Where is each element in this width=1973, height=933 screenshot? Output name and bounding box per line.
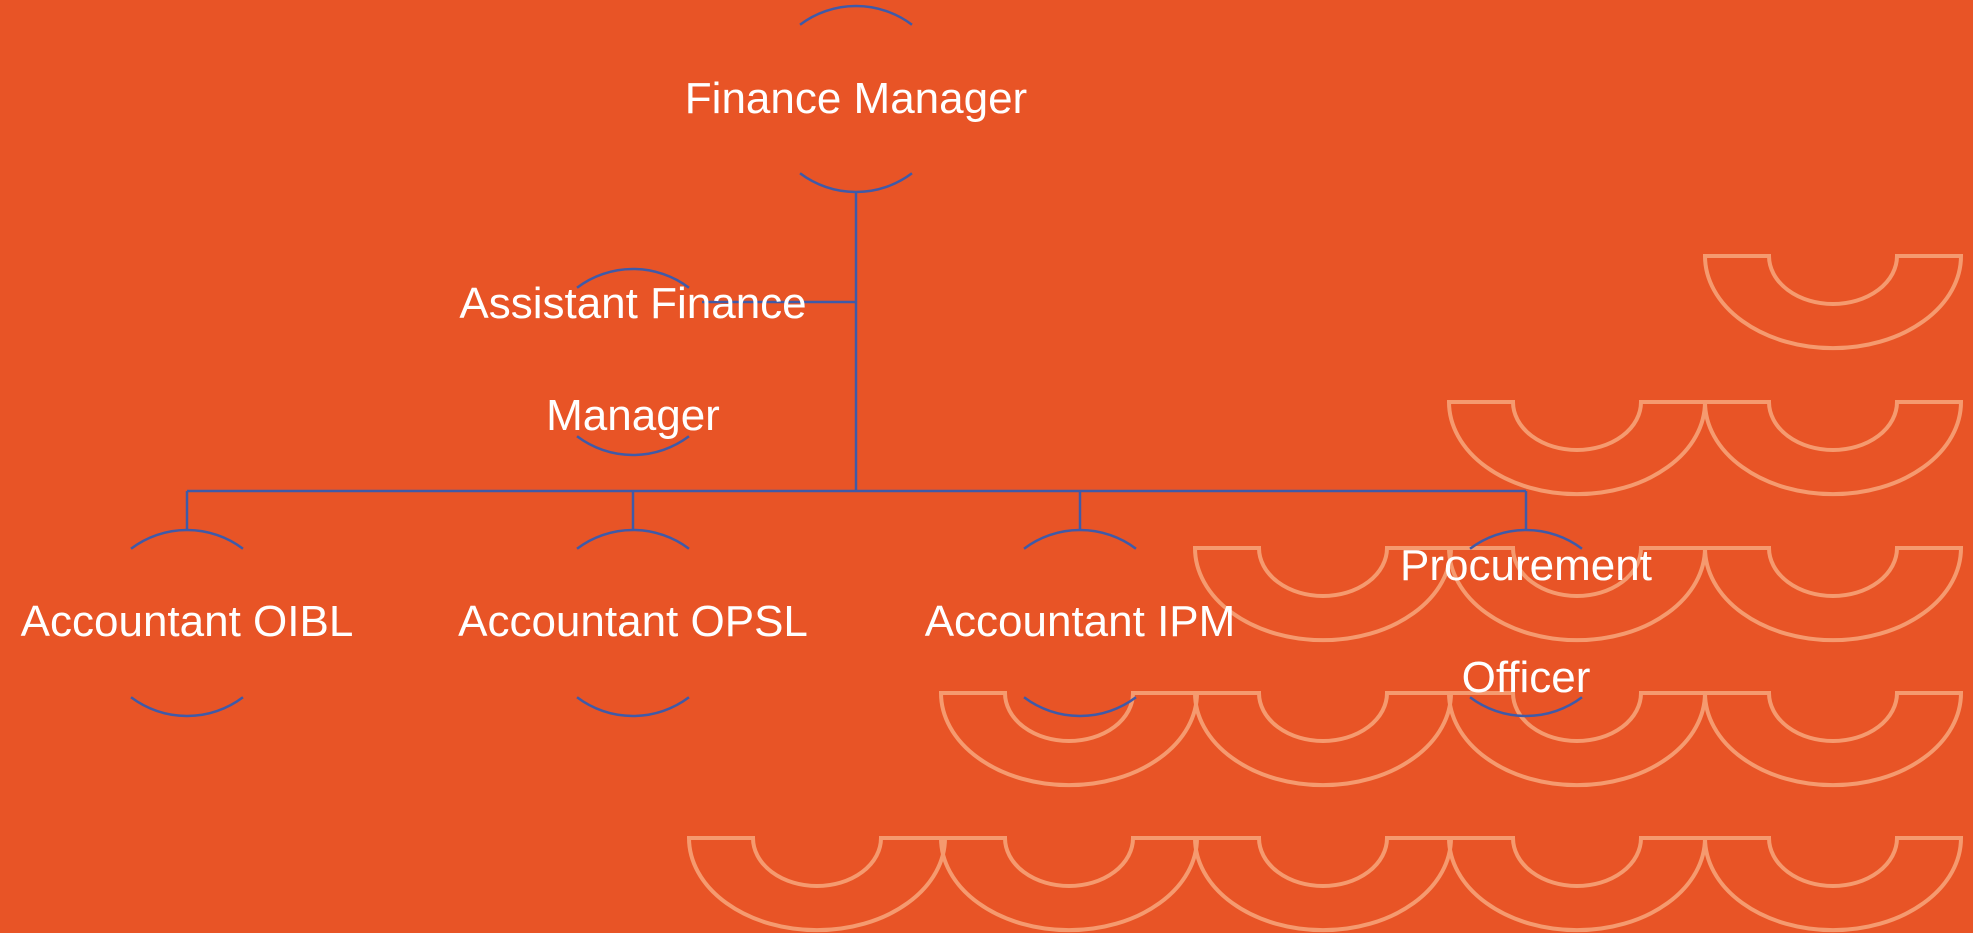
node-procurement-line-2: Officer — [1461, 653, 1591, 702]
decor-half-ring-1-1 — [1702, 400, 1964, 497]
decor-half-ring-3-0 — [938, 691, 1200, 788]
node-procurement-line-1: Procurement — [1400, 541, 1652, 590]
decor-half-ring-4-0 — [686, 836, 948, 933]
decor-half-ring-2-0 — [1192, 546, 1454, 643]
node-arc-top-assistant-finance-manager — [576, 267, 690, 289]
org-chart-connectors — [185, 192, 1528, 531]
decor-half-ring-4-2 — [1192, 836, 1454, 933]
decor-half-ring-3-2 — [1446, 691, 1708, 788]
node-assistant-line-2: Manager — [546, 391, 720, 440]
node-arc-top-finance-manager — [799, 4, 913, 26]
decor-half-ring-3-1 — [1192, 691, 1454, 788]
node-arc-bottom-accountant-opsl — [576, 696, 690, 718]
decor-half-ring-4-3 — [1446, 836, 1708, 933]
decor-half-ring-1-0 — [1446, 400, 1708, 497]
node-arc-top-procurement-officer — [1469, 528, 1583, 550]
decor-half-ring-2-2 — [1702, 546, 1964, 643]
org-chart-nodes — [130, 4, 1583, 718]
node-arc-top-accountant-opsl — [576, 528, 690, 550]
node-accountant-opsl: Accountant OPSL — [458, 597, 808, 646]
decor-half-ring-4-1 — [938, 836, 1200, 933]
node-arc-top-accountant-oibl — [130, 528, 244, 550]
decor-half-ring-2-1 — [1446, 546, 1708, 643]
node-arc-bottom-accountant-ipm — [1023, 696, 1137, 718]
node-arc-top-accountant-ipm — [1023, 528, 1137, 550]
node-arc-bottom-procurement-officer — [1469, 696, 1583, 718]
decor-half-ring-3-3 — [1702, 691, 1964, 788]
node-arc-bottom-assistant-finance-manager — [576, 435, 690, 457]
node-arc-bottom-accountant-oibl — [130, 696, 244, 718]
decorative-arc-pattern — [686, 254, 1964, 933]
node-procurement-officer: Procurement Officer — [1400, 482, 1652, 762]
decor-half-ring-4-4 — [1702, 836, 1964, 933]
node-assistant-finance-manager: Assistant Finance Manager — [459, 220, 806, 500]
decor-half-ring-0-0 — [1702, 254, 1964, 351]
node-finance-manager: Finance Manager — [684, 74, 1028, 123]
node-arc-bottom-finance-manager — [799, 172, 913, 194]
node-assistant-line-1: Assistant Finance — [459, 279, 807, 328]
node-accountant-ipm: Accountant IPM — [924, 597, 1236, 646]
node-accountant-oibl: Accountant OIBL — [20, 597, 354, 646]
